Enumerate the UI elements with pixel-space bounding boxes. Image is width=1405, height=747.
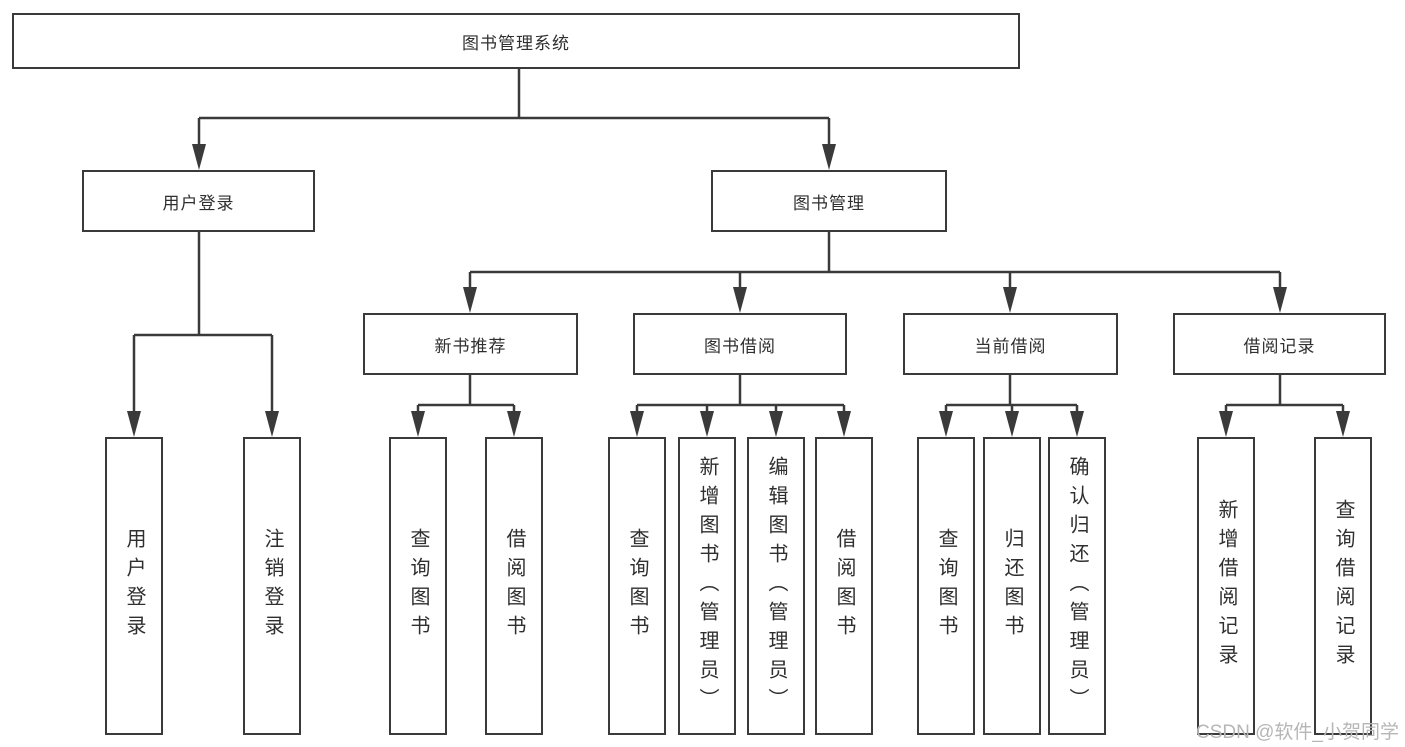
csdn-watermark: CSDN @软件_小贺同学 [1196,722,1399,743]
node-label: 新书推荐 [434,336,507,356]
node-label: 用户登录 [162,193,235,213]
node-label: 确认归还（管理员） [1066,455,1088,717]
node-user-login: 用户登录 [82,170,315,232]
node-label: 新增图书（管理员） [696,455,718,717]
leaf-add-borrow-record: 新增借阅记录 [1197,437,1255,735]
node-label: 图书借阅 [704,336,776,356]
leaf-borrow-books-borrowing: 借阅图书 [815,437,873,735]
node-book-management: 图书管理 [711,170,947,232]
leaf-logout: 注销登录 [243,437,301,735]
node-label: 图书管理 [793,193,865,213]
node-library-management-system: 图书管理系统 [12,13,1020,69]
node-borrowing-records: 借阅记录 [1173,313,1386,375]
node-book-borrowing: 图书借阅 [633,313,847,375]
node-label: 新增借阅记录 [1215,499,1237,673]
tree-edges [132,69,1345,415]
leaf-user-login: 用户登录 [105,437,163,735]
leaf-add-books-admin: 新增图书（管理员） [678,437,736,735]
leaf-confirm-return-admin: 确认归还（管理员） [1048,437,1106,735]
node-label: 查询图书 [407,528,429,644]
node-label: 归还图书 [1001,528,1023,644]
node-label: 图书管理系统 [462,33,570,53]
node-label: 借阅图书 [833,528,855,644]
arrowheads [127,144,1350,437]
node-label: 注销登录 [261,528,283,644]
node-current-borrowing: 当前借阅 [903,313,1118,375]
leaf-query-books-current: 查询图书 [917,437,975,735]
leaf-query-books-recommend: 查询图书 [389,437,447,735]
node-label: 编辑图书（管理员） [765,455,787,717]
node-new-book-recommend: 新书推荐 [363,313,578,375]
node-label: 查询借阅记录 [1332,499,1354,673]
node-label: 查询图书 [626,528,648,644]
leaf-edit-books-admin: 编辑图书（管理员） [747,437,805,735]
node-label: 当前借阅 [974,336,1047,356]
node-label: 借阅图书 [503,528,525,644]
leaf-query-borrow-record: 查询借阅记录 [1314,437,1372,735]
leaf-return-books: 归还图书 [983,437,1041,735]
leaf-query-books-borrowing: 查询图书 [608,437,666,735]
node-label: 借阅记录 [1243,336,1316,356]
node-label: 用户登录 [123,528,145,644]
node-label: 查询图书 [935,528,957,644]
leaf-borrow-books-recommend: 借阅图书 [485,437,543,735]
